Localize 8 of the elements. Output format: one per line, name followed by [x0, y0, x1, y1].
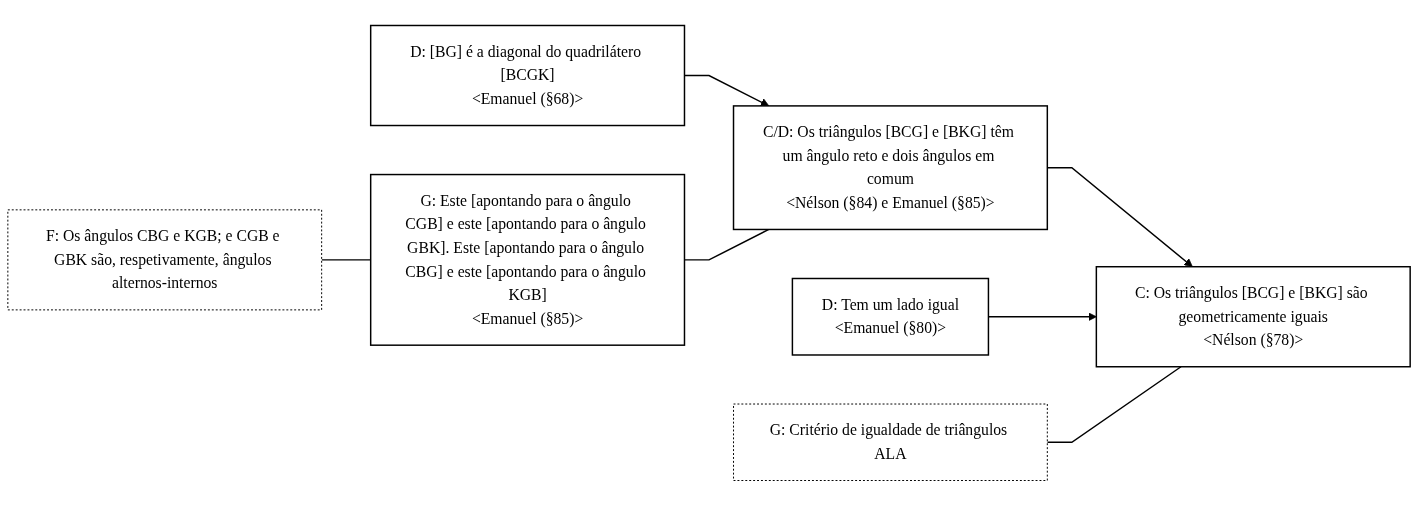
- node-box: G: Este [apontando para o ângulo CGB] e este [apontando para o ângulo GBK]. Este [apontando para o ângulo CBG] e este [apontando para o ângulo KGB] <Emanuel (§85)>: [369, 173, 686, 346]
- node-box: D: [BG] é a diagonal do quadrilátero [BCGK] <Emanuel (§68)>: [369, 24, 686, 127]
- node-box: G: Critério de igualdade de triângulos ALA: [733, 403, 1048, 481]
- node-box: F: Os ângulos CBG e KGB; e CGB e GBK são, respetivamente, ângulos alternos-internos: [7, 209, 323, 311]
- node-box: D: Tem um lado igual <Emanuel (§80)>: [791, 277, 990, 356]
- node-box: C: Os triângulos [BCG] e [BKG] são geometricamente iguais <Nélson (§78)>: [1095, 266, 1411, 368]
- node-box: C/D: Os triângulos [BCG] e [BKG] têm um ângulo reto e dois ângulos em comum <Nélson (§84) e Emanuel (§85)>: [732, 105, 1049, 231]
- connector: [1046, 366, 1182, 443]
